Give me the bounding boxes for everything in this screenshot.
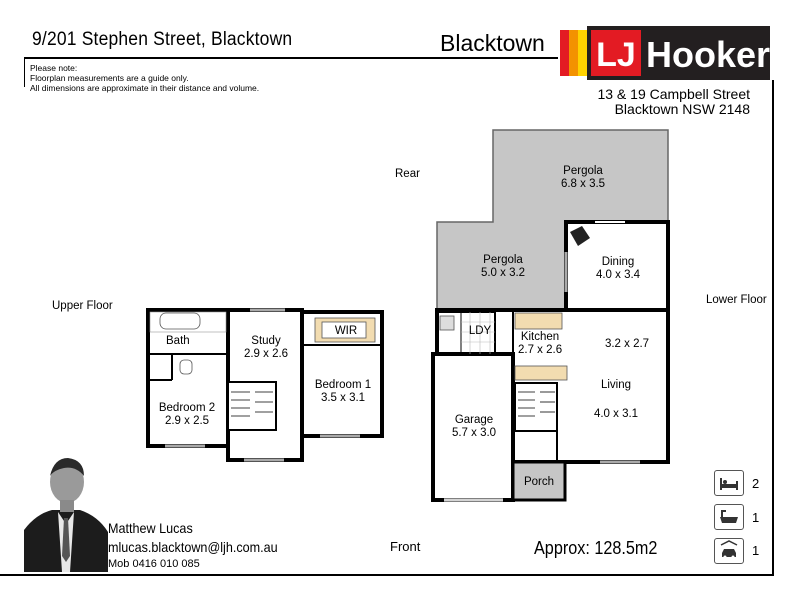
living-upper-dimensions: 3.2 x 2.7 xyxy=(604,338,650,350)
bedroom-count: 2 xyxy=(752,476,760,491)
office-address: 13 & 19 Campbell Street Blacktown NSW 21… xyxy=(560,87,750,117)
logo-hooker-text: Hooker xyxy=(646,34,770,75)
approx-area: Approx: 128.5m2 xyxy=(534,538,658,558)
garage-name: Garage xyxy=(454,414,494,426)
garage-dimensions: 5.7 x 3.0 xyxy=(451,427,497,439)
bed-icon xyxy=(714,470,744,496)
office-line-2: Blacktown NSW 2148 xyxy=(614,101,750,117)
pergola-rear-area xyxy=(493,130,668,222)
pergola-rear-dimensions: 6.8 x 3.5 xyxy=(560,178,606,190)
bathroom-count: 1 xyxy=(752,510,760,525)
wir-label: WIR xyxy=(334,325,358,337)
kitchen-dimensions: 2.7 x 2.6 xyxy=(518,344,563,356)
living-label: Living 4.0 x 3.1 xyxy=(592,379,640,421)
study-name: Study xyxy=(251,335,281,347)
bottom-frame-line xyxy=(0,574,774,576)
suburb-heading: Blacktown xyxy=(440,30,545,56)
living-dimensions: 4.0 x 3.1 xyxy=(593,408,639,420)
pergola-side-name: Pergola xyxy=(483,254,523,266)
bath-icon xyxy=(714,504,744,530)
bedroom1-dimensions: 3.5 x 3.1 xyxy=(320,392,366,404)
agent-email[interactable]: mlucas.blacktown@ljh.com.au xyxy=(108,539,278,555)
kitchen-label: Kitchen 2.7 x 2.6 xyxy=(518,331,562,357)
rear-label: Rear xyxy=(395,168,420,180)
disclaimer-note: Please note: Floorplan measurements are … xyxy=(30,63,259,93)
living-name: Living xyxy=(600,379,632,391)
property-address: 9/201 Stephen Street, Blacktown xyxy=(32,29,293,50)
study-dimensions: 2.9 x 2.6 xyxy=(243,348,289,360)
pergola-side-dimensions: 5.0 x 3.2 xyxy=(480,267,526,279)
car-icon xyxy=(714,538,744,564)
left-frame-line xyxy=(24,57,25,87)
logo-lj-text: LJ xyxy=(596,36,636,74)
bedroom1-name: Bedroom 1 xyxy=(314,379,372,391)
office-line-1: 13 & 19 Campbell Street xyxy=(597,86,750,102)
front-label: Front xyxy=(390,539,421,554)
agent-name: Matthew Lucas xyxy=(108,520,193,536)
bedroom2-name: Bedroom 2 xyxy=(158,402,216,414)
upper-floor-label: Upper Floor xyxy=(52,300,113,312)
carspace-count: 1 xyxy=(752,543,760,558)
lower-floor-label: Lower Floor xyxy=(706,294,767,306)
bath-label: Bath xyxy=(166,335,190,347)
right-frame-line xyxy=(772,80,774,576)
dining-name: Dining xyxy=(601,256,635,268)
pergola-side-label: Pergola 5.0 x 3.2 xyxy=(475,254,531,280)
note-line-2: Floorplan measurements are a guide only. xyxy=(30,73,189,83)
porch xyxy=(511,460,567,502)
laundry-label: LDY xyxy=(468,325,492,337)
pergola-side-area xyxy=(437,222,566,310)
dining-dimensions: 4.0 x 3.4 xyxy=(595,269,641,281)
note-line-3: All dimensions are approximate in their … xyxy=(30,83,260,93)
porch-label: Porch xyxy=(523,476,555,488)
dining-label: Dining 4.0 x 3.4 xyxy=(590,256,646,282)
bedroom2-label: Bedroom 2 2.9 x 2.5 xyxy=(157,402,217,428)
study-label: Study 2.9 x 2.6 xyxy=(240,335,292,361)
pergola-rear-label: Pergola 6.8 x 3.5 xyxy=(555,165,611,191)
header-divider xyxy=(24,57,558,59)
kitchen-name: Kitchen xyxy=(520,331,560,343)
garage-label: Garage 5.7 x 3.0 xyxy=(450,414,498,440)
note-line-1: Please note: xyxy=(30,63,78,73)
agent-photo xyxy=(24,452,108,572)
bedroom1-label: Bedroom 1 3.5 x 3.1 xyxy=(313,379,373,405)
bedroom2-dimensions: 2.9 x 2.5 xyxy=(164,415,210,427)
pergola-rear-name: Pergola xyxy=(563,165,603,177)
lj-hooker-logo: LJ Hooker xyxy=(560,26,770,80)
agent-mobile: Mob 0416 010 085 xyxy=(108,558,200,570)
